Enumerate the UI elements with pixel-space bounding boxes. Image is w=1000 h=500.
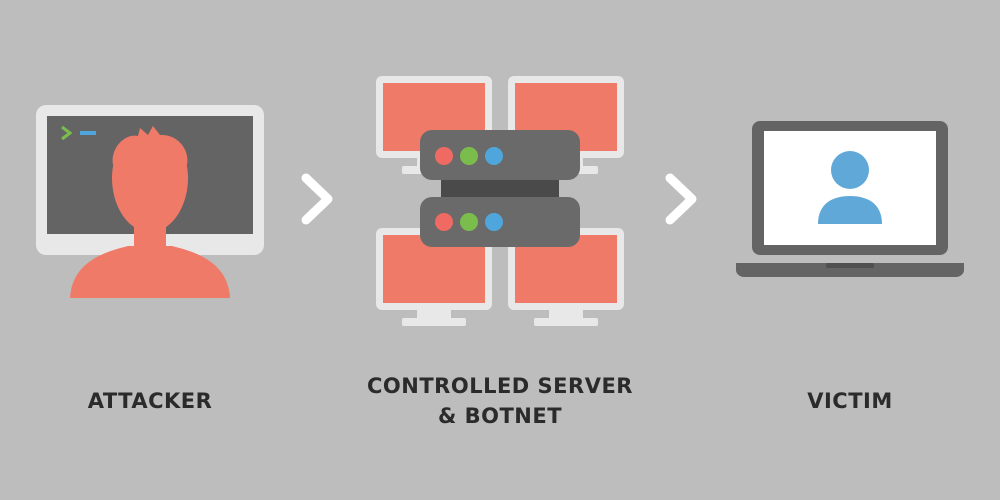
led-red-icon (435, 213, 453, 231)
server-label-line2: & BOTNET (437, 404, 563, 428)
server-with-botnet-icon (376, 76, 624, 326)
laptop-notch (826, 263, 874, 268)
terminal-prompt-icon (61, 125, 73, 141)
server-label-line1: CONTROLLED SERVER (367, 374, 633, 398)
led-green-icon (460, 147, 478, 165)
led-blue-icon (485, 213, 503, 231)
led-blue-icon (485, 147, 503, 165)
user-icon (818, 151, 882, 224)
led-green-icon (460, 213, 478, 231)
terminal-cursor-icon (80, 131, 96, 135)
server-unit-bottom (420, 197, 580, 247)
attacker-at-computer-icon (36, 105, 264, 298)
laptop-base (736, 263, 964, 277)
chevron-right-icon (665, 173, 697, 225)
server-label: CONTROLLED SERVER & BOTNET (340, 371, 660, 431)
victim-label: VICTIM (750, 386, 950, 416)
victim-laptop-user-icon (736, 121, 964, 277)
chevron-right-icon (301, 173, 333, 225)
server-unit-top (420, 130, 580, 180)
victim-label-text: VICTIM (807, 389, 893, 413)
attacker-silhouette-icon (70, 126, 230, 298)
attacker-label-text: ATTACKER (87, 389, 213, 413)
led-red-icon (435, 147, 453, 165)
server-connector (441, 180, 559, 202)
attacker-label: ATTACKER (50, 386, 250, 416)
